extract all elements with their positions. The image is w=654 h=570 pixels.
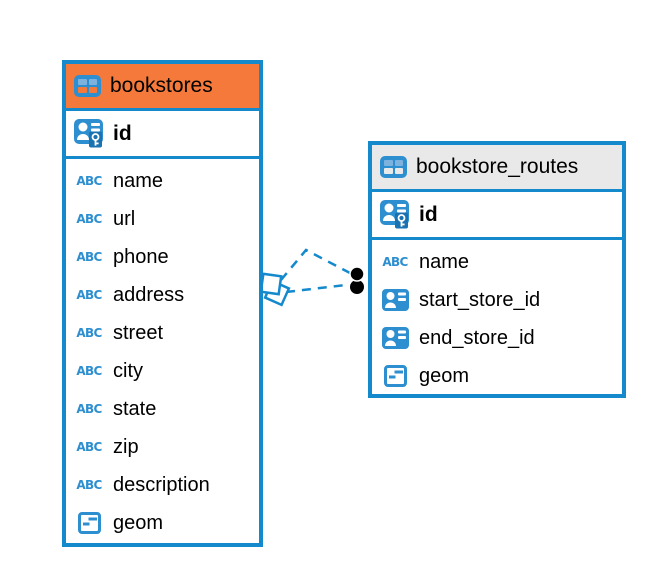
relationship-one-marker-dots-icon[interactable] <box>349 266 365 294</box>
table-title: bookstore_routes <box>416 155 579 178</box>
relationship-link[interactable] <box>280 248 351 294</box>
column-name: address <box>113 283 185 306</box>
column-row[interactable]: ABC phone <box>66 238 259 276</box>
table-header[interactable]: bookstore_routes <box>372 145 622 192</box>
geometry-type-icon <box>74 512 104 534</box>
primary-key-section: id <box>66 111 259 159</box>
primary-key-section: id <box>372 192 622 240</box>
column-name: city <box>113 359 143 382</box>
text-type-icon: ABC <box>76 250 102 264</box>
column-row[interactable]: ABC city <box>66 352 259 390</box>
column-row[interactable]: geom <box>372 357 622 395</box>
column-row[interactable]: ABC description <box>66 466 259 504</box>
column-name: name <box>113 169 164 192</box>
column-row[interactable]: id <box>372 192 622 237</box>
column-row[interactable]: ABC name <box>372 243 622 281</box>
text-type-icon: ABC <box>76 478 102 492</box>
column-name: id <box>113 121 132 145</box>
column-row[interactable]: ABC street <box>66 314 259 352</box>
columns-section: ABC name start_store_id end_store_id geom <box>372 240 622 398</box>
column-name: zip <box>113 435 139 458</box>
column-name: id <box>419 202 438 226</box>
column-name: url <box>113 207 136 230</box>
column-row[interactable]: ABC name <box>66 162 259 200</box>
text-type-icon: ABC <box>76 402 102 416</box>
column-row[interactable]: ABC zip <box>66 428 259 466</box>
table-icon <box>74 75 101 97</box>
column-row[interactable]: end_store_id <box>372 319 622 357</box>
table-title: bookstores <box>110 74 213 97</box>
column-row[interactable]: geom <box>66 504 259 542</box>
column-name: geom <box>419 364 470 387</box>
column-row[interactable]: ABC url <box>66 200 259 238</box>
column-row[interactable]: start_store_id <box>372 281 622 319</box>
column-row[interactable]: ABC address <box>66 276 259 314</box>
geometry-type-icon <box>380 365 410 387</box>
column-name: name <box>419 250 470 273</box>
primary-key-icon <box>380 200 410 229</box>
text-type-icon: ABC <box>76 364 102 378</box>
column-name: phone <box>113 245 169 268</box>
column-name: end_store_id <box>419 326 535 349</box>
text-type-icon: ABC <box>76 288 102 302</box>
table-bookstore-routes[interactable]: bookstore_routes id ABC name start_store_… <box>368 141 626 398</box>
text-type-icon: ABC <box>76 326 102 340</box>
column-name: street <box>113 321 164 344</box>
foreign-key-icon <box>380 289 410 311</box>
text-type-icon: ABC <box>76 174 102 188</box>
column-name: description <box>113 473 210 496</box>
relationship-many-marker-diamond-icon[interactable] <box>259 272 291 307</box>
primary-key-icon <box>74 119 104 148</box>
column-row[interactable]: id <box>66 111 259 156</box>
text-type-icon: ABC <box>76 440 102 454</box>
foreign-key-icon <box>380 327 410 349</box>
column-name: geom <box>113 511 164 534</box>
text-type-icon: ABC <box>382 255 408 269</box>
column-row[interactable]: ABC state <box>66 390 259 428</box>
column-name: state <box>113 397 157 420</box>
text-type-icon: ABC <box>76 212 102 226</box>
column-name: start_store_id <box>419 288 541 311</box>
table-icon <box>380 156 407 178</box>
table-header[interactable]: bookstores <box>66 64 259 111</box>
